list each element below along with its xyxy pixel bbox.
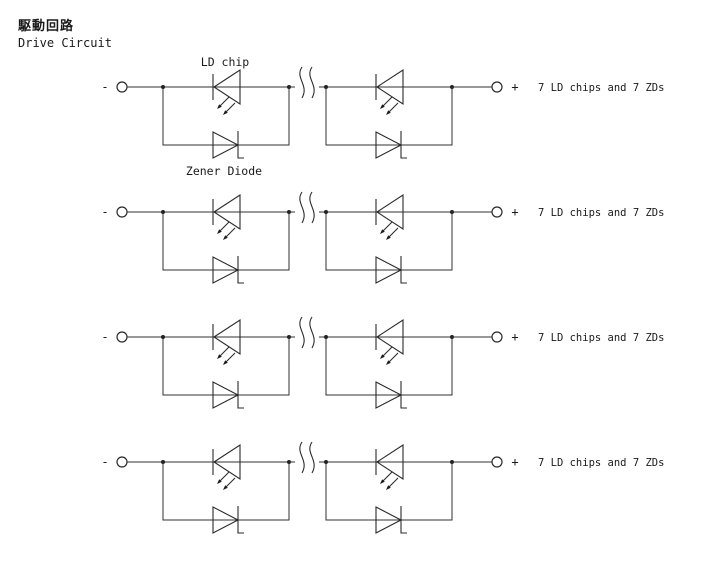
positive-terminal-label: +	[511, 80, 518, 94]
title-english: Drive Circuit	[18, 36, 112, 51]
circuit-row-2: - + 7 LD chips and 7 ZDs	[101, 192, 664, 283]
circuit-row-4: - + 7 LD chips and 7 ZDs	[101, 442, 664, 533]
title-japanese: 駆動回路	[18, 18, 75, 33]
row-annotation: 7 LD chips and 7 ZDs	[538, 332, 664, 344]
negative-terminal-label: -	[101, 205, 108, 219]
negative-terminal-label: -	[101, 80, 108, 94]
positive-terminal-label: +	[511, 205, 518, 219]
ld-chip-label: LD chip	[201, 55, 250, 69]
row-annotation: 7 LD chips and 7 ZDs	[538, 457, 664, 469]
circuit-row-3: - + 7 LD chips and 7 ZDs	[101, 317, 664, 408]
row-annotation: 7 LD chips and 7 ZDs	[538, 207, 664, 219]
page-title: 駆動回路 Drive Circuit	[18, 18, 112, 51]
positive-terminal-label: +	[511, 455, 518, 469]
zener-diode-label: Zener Diode	[186, 164, 262, 178]
positive-terminal-label: +	[511, 330, 518, 344]
negative-terminal-label: -	[101, 330, 108, 344]
row-annotation: 7 LD chips and 7 ZDs	[538, 82, 664, 94]
negative-terminal-label: -	[101, 455, 108, 469]
circuit-row-1: LD chip Zener Diode - + 7 LD chips and 7…	[101, 55, 664, 178]
